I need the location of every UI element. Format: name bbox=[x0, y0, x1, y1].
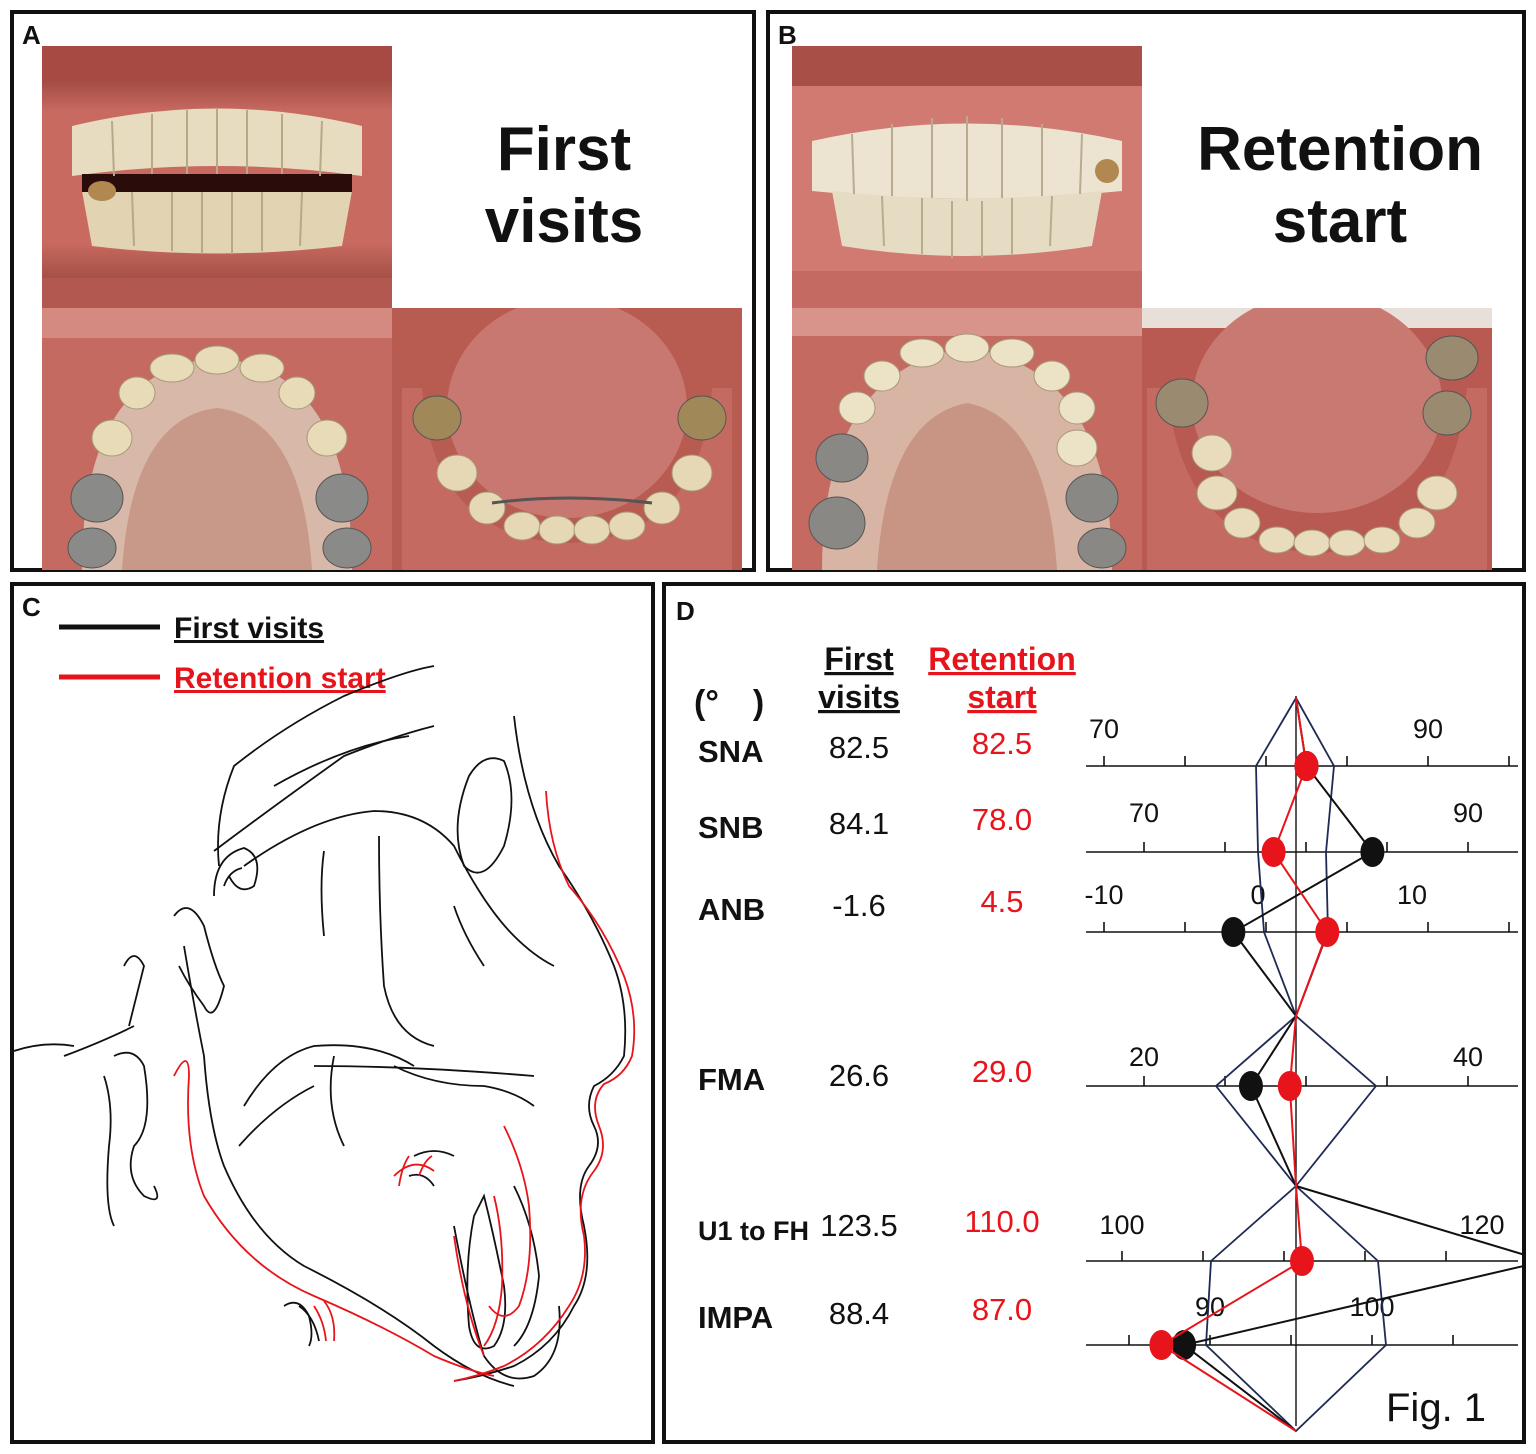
retention-point-0 bbox=[1294, 751, 1319, 781]
retention-point-5 bbox=[1149, 1330, 1174, 1360]
tracing-first bbox=[14, 665, 627, 1387]
retention-point-3 bbox=[1277, 1071, 1302, 1101]
measure-name-2: ANB bbox=[698, 892, 765, 927]
value-first-0: 82.5 bbox=[829, 730, 889, 765]
scale-left-1: 70 bbox=[1129, 798, 1159, 828]
tracing-retention bbox=[173, 790, 636, 1382]
scale-right-5: 100 bbox=[1349, 1292, 1394, 1322]
legend-retention-label: Retention start bbox=[174, 662, 386, 695]
value-first-1: 84.1 bbox=[829, 806, 889, 841]
panel-d: D (° ) First visits Retention start SNA 8… bbox=[662, 582, 1526, 1444]
unit-label: (° ) bbox=[694, 684, 764, 722]
panel-a-title: First visits bbox=[414, 114, 714, 258]
scale-right-1: 90 bbox=[1453, 798, 1483, 828]
photo-b-lower-occlusal bbox=[1142, 308, 1492, 570]
cephalometric-tracing: First visits Retention start bbox=[14, 612, 636, 1387]
scale-mid-2: 0 bbox=[1250, 880, 1265, 910]
first-visit-point-3 bbox=[1238, 1071, 1263, 1101]
scale-left-5: 90 bbox=[1195, 1292, 1225, 1322]
scale-right-4: 120 bbox=[1459, 1210, 1504, 1240]
scale-left-4: 100 bbox=[1099, 1210, 1144, 1240]
first-visit-point-5 bbox=[1172, 1330, 1197, 1360]
panel-b-letter: B bbox=[778, 20, 797, 50]
scale-right-0: 90 bbox=[1413, 714, 1443, 744]
panel-a-letter: A bbox=[22, 20, 41, 50]
scale-left-2: -10 bbox=[1084, 880, 1123, 910]
first-visit-point-2 bbox=[1221, 917, 1246, 947]
value-first-4: 123.5 bbox=[820, 1208, 898, 1243]
panel-d-letter: D bbox=[676, 596, 695, 626]
panel-c: C First visits Retention start bbox=[10, 582, 655, 1444]
value-retention-1: 78.0 bbox=[972, 802, 1032, 837]
measure-name-1: SNB bbox=[698, 810, 763, 845]
measure-name-0: SNA bbox=[698, 734, 763, 769]
value-retention-5: 87.0 bbox=[972, 1292, 1032, 1327]
panel-b-title-line2: start bbox=[1272, 187, 1408, 256]
first-visit-point-1 bbox=[1360, 837, 1385, 867]
value-first-5: 88.4 bbox=[829, 1296, 889, 1331]
panel-c-letter: C bbox=[22, 592, 41, 622]
scale-right-3: 40 bbox=[1453, 1042, 1483, 1072]
photo-b-frontal bbox=[792, 46, 1142, 308]
figure-label: Fig. 1 bbox=[1386, 1386, 1486, 1430]
photo-a-upper-occlusal bbox=[42, 308, 392, 570]
retention-point-4 bbox=[1290, 1246, 1314, 1276]
panel-b-title: Retention start bbox=[1180, 114, 1500, 258]
panel-a-title-line2: visits bbox=[484, 187, 644, 256]
panel-b-title-line1: Retention bbox=[1197, 115, 1483, 184]
col-ret-line1: Retention bbox=[928, 641, 1076, 677]
photo-a-lower-occlusal bbox=[392, 308, 742, 570]
measure-name-3: FMA bbox=[698, 1062, 765, 1097]
col-first-line1: First bbox=[824, 641, 894, 677]
value-first-2: -1.6 bbox=[832, 888, 885, 923]
value-retention-0: 82.5 bbox=[972, 726, 1032, 761]
panel-a-title-line1: First bbox=[496, 115, 632, 184]
value-retention-4: 110.0 bbox=[964, 1204, 1039, 1239]
measure-name-4: U1 to FH bbox=[698, 1216, 809, 1246]
measure-name-5: IMPA bbox=[698, 1300, 773, 1335]
retention-point-1 bbox=[1261, 837, 1286, 867]
value-retention-3: 29.0 bbox=[972, 1054, 1032, 1089]
scale-left-3: 20 bbox=[1129, 1042, 1159, 1072]
first-visit-line bbox=[1181, 697, 1522, 1432]
legend-first-label: First visits bbox=[174, 612, 324, 645]
col-first-line2: visits bbox=[818, 679, 900, 715]
col-ret-line2: start bbox=[967, 679, 1037, 715]
panel-b: B bbox=[766, 10, 1526, 572]
retention-point-2 bbox=[1315, 917, 1340, 947]
scale-left-0: 70 bbox=[1089, 714, 1119, 744]
value-retention-2: 4.5 bbox=[980, 884, 1023, 919]
value-first-3: 26.6 bbox=[829, 1058, 889, 1093]
photo-a-frontal bbox=[42, 46, 392, 308]
photo-b-upper-occlusal bbox=[792, 308, 1142, 570]
panel-a: A bbox=[10, 10, 756, 572]
retention-line bbox=[1159, 697, 1329, 1432]
scale-right-2: 10 bbox=[1397, 880, 1427, 910]
cephalometric-polygon-chart: (° ) First visits Retention start SNA 82.… bbox=[694, 641, 1522, 1433]
